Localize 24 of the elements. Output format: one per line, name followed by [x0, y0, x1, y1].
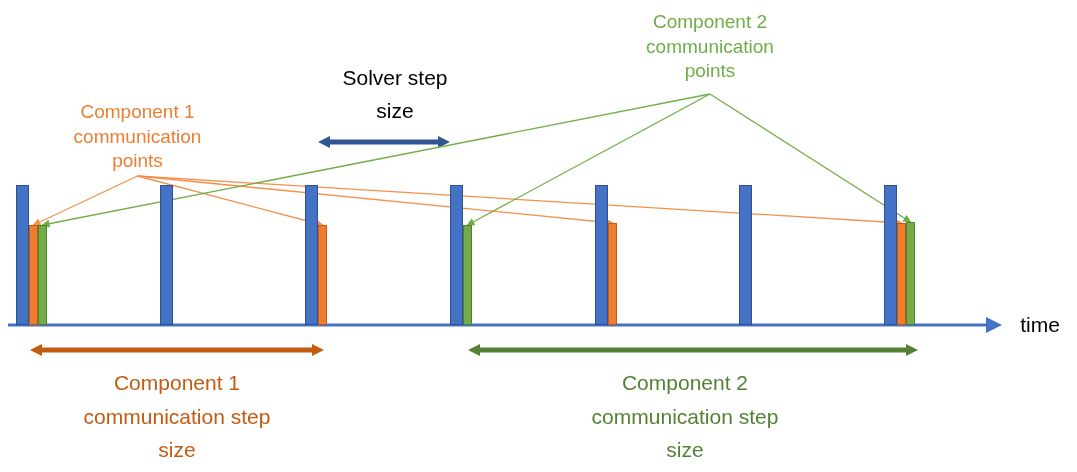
leader-line — [466, 93, 711, 226]
communication-point-bar — [29, 225, 38, 325]
communication-point-bar — [305, 185, 318, 325]
dimension-label: Solver step size — [341, 65, 449, 124]
communication-point-bar — [595, 185, 608, 325]
leader-line — [709, 93, 912, 223]
communication-point-bar — [463, 225, 472, 325]
communication-point-bar — [450, 185, 463, 325]
communication-point-bar — [160, 185, 173, 325]
callout-label: Component 1 communication points — [50, 100, 225, 176]
communication-point-bar — [38, 225, 47, 325]
communication-point-bar — [739, 185, 752, 325]
communication-point-bar — [608, 223, 617, 325]
dimension-label: Component 2 communication step size — [590, 370, 780, 464]
leader-line — [41, 93, 711, 228]
communication-point-bar — [884, 185, 897, 325]
communication-point-bar — [897, 223, 906, 325]
communication-point-bar — [16, 185, 29, 325]
leader-line — [32, 175, 139, 226]
communication-point-bar — [318, 225, 327, 325]
axis-label: time — [1019, 312, 1061, 338]
dimension-label: Component 1 communication step size — [82, 370, 272, 464]
callout-label: Component 2 communication points — [620, 10, 800, 94]
communication-point-bar — [906, 222, 915, 325]
